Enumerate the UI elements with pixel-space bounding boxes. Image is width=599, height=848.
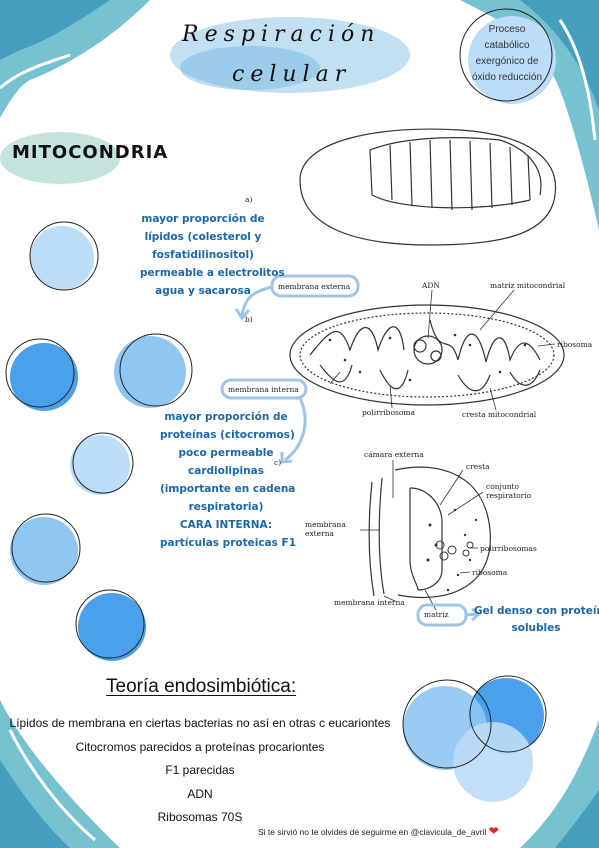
definition-bubble: Proceso catabólico exergónico de óxido r… [458,22,556,86]
note-line: cardiolipinas [188,465,264,477]
page-title-line1: Respiración [182,22,381,47]
label-ribosoma-c: ribosoma [472,568,508,577]
footer-text: Si te sirvió no te olvides de seguirme e… [258,827,487,837]
label-ribosoma: ribosoma [557,340,593,349]
note-line: permeable a electrolitos [140,267,285,279]
note-line: lípidos (colesterol y [144,231,262,243]
label-cresta: cresta [466,462,490,471]
endosymbiotic-title: Teoría endosimbiótica: [106,676,297,697]
label-membrana-externa: membrana externa [278,282,351,291]
label-membrana-externa-c: membrana externa [305,520,346,538]
diagram-label-b: b) [245,315,253,324]
label-polirribosoma: polirribosoma [362,408,415,417]
page-title-line2: celular [232,62,352,87]
note-line: respiratoria) [188,501,264,513]
note-line: proteínas (citocromos) [160,429,295,441]
bubble-line: exergónico de [475,56,539,67]
note-line: solubles [511,622,561,634]
diagram-label-c: c) [274,458,282,467]
note-line: (importante en cadena [160,483,296,495]
note-line: mayor proporción de [164,411,288,423]
matrix-note: Gel denso con proteínas solubles [474,603,599,637]
label-polirribosomas: polirribosomas [480,544,537,553]
label-membrana-interna-c: membrana interna [334,598,405,607]
label-camara-externa: cámara externa [364,450,424,459]
list-item: Ribosomas 70S [157,810,243,824]
diagram-label-a: a) [245,195,253,204]
label-matriz-mitocondrial: matriz mitocondrial [490,281,566,290]
bubble-line: Proceso [488,24,526,35]
inner-membrane-note: mayor proporción de proteínas (citocromo… [160,408,297,552]
note-line: partículas proteicas F1 [160,537,297,549]
label-matriz: matriz [424,610,449,619]
list-item: Lípidos de membrana en ciertas bacterias… [9,716,391,730]
list-item: Citocromos parecidos a proteínas procari… [75,739,325,754]
mitochondrion-3d-diagram [299,128,557,246]
list-item: F1 parecidas [165,763,235,777]
endosymbiotic-list: Lípidos de membrana en ciertas bacterias… [0,712,400,830]
footer-credit: Si te sirvió no te olvides de seguirme e… [258,824,499,838]
label-membrana-interna: membrana interna [228,385,299,394]
label-conjunto-respiratorio: conjunto respiratorio [486,482,532,500]
note-line: poco permeable [178,447,274,459]
heart-icon: ❤ [488,824,499,838]
label-cresta-mitocondrial: cresta mitocondrial [462,410,537,419]
note-line: Gel denso con proteínas [474,605,599,617]
label-adn: ADN [422,281,440,290]
note-line: mayor proporción de [141,213,265,225]
outer-membrane-note: mayor proporción de lípidos (colesterol … [140,210,285,300]
section-title: MITOCONDRIA [12,142,169,163]
bubble-line: óxido reducción [471,72,543,83]
note-line: agua y sacarosa [155,285,251,297]
note-line: fosfatidilinositol) [152,249,254,261]
list-item: ADN [187,786,213,801]
bubble-line: catabólico [484,40,530,51]
mitochondrion-section-diagram [289,304,565,406]
mitochondrion-closeup-diagram [368,466,491,599]
note-line: CARA INTERNA: [179,519,273,531]
